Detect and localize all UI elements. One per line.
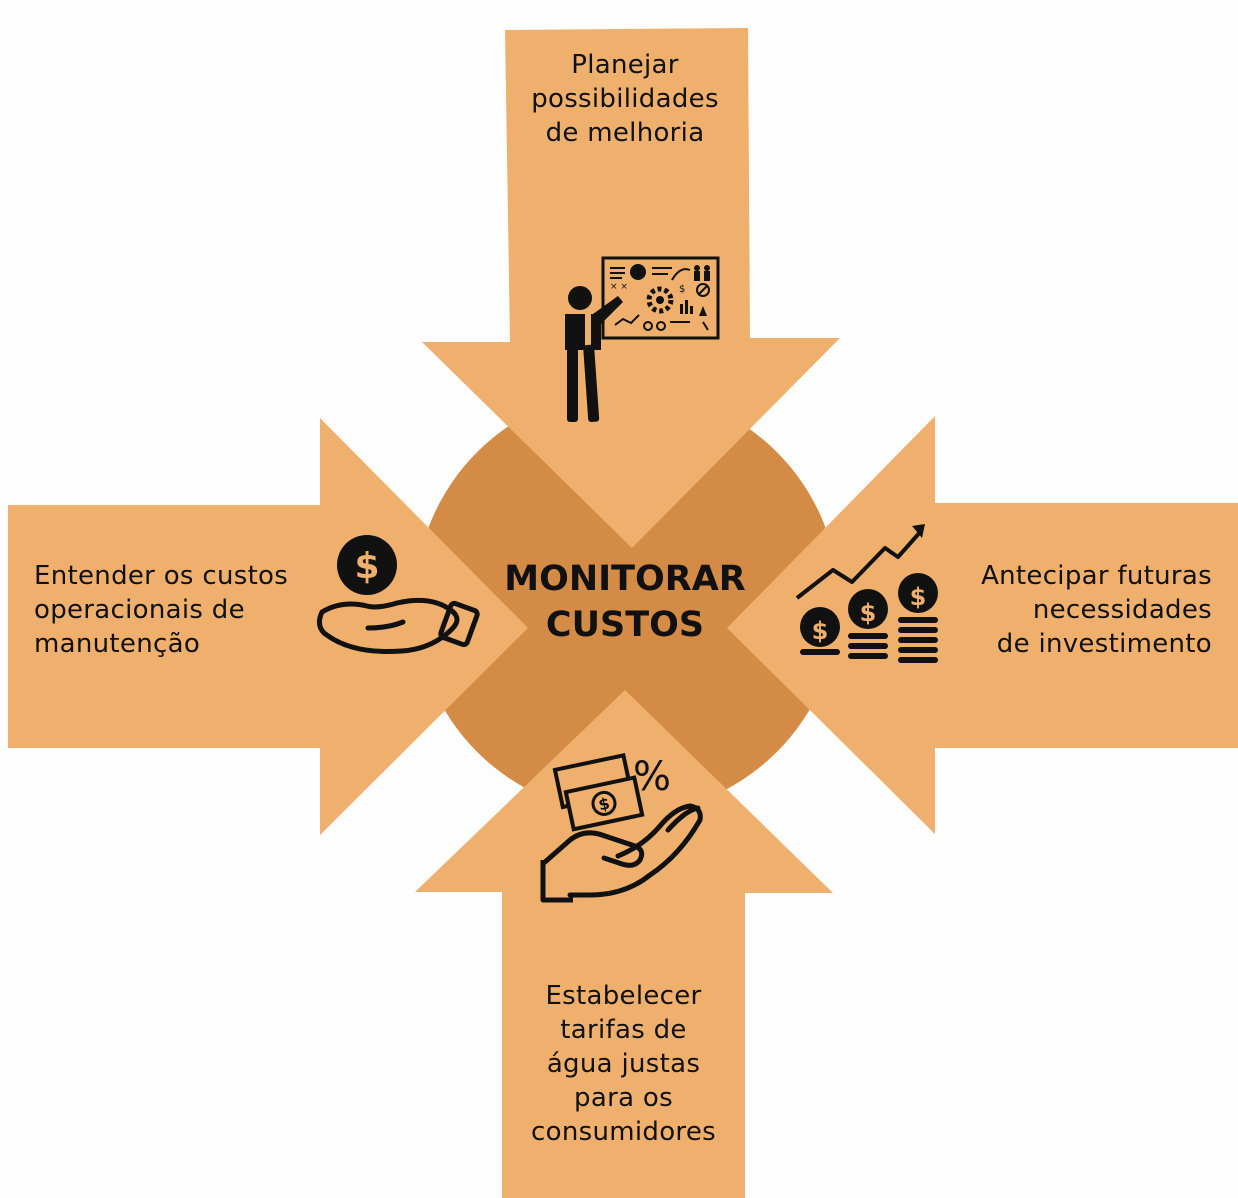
right-arrow-label: Antecipar futuras necessidades de invest… — [981, 561, 1212, 659]
svg-text:× ×: × × — [610, 282, 628, 292]
left-arrow-label: Entender os custos operacionais de manut… — [34, 561, 289, 659]
center-circle — [415, 390, 839, 814]
arrow-left — [8, 418, 528, 835]
bottom-arrow-label: Estabelecer tarifas de água justas para … — [531, 981, 716, 1147]
top-arrow-label: Planejar possibilidades de melhoria — [531, 50, 719, 148]
arrow-bottom — [415, 690, 833, 1198]
svg-text:$: $ — [910, 583, 927, 611]
svg-text:$: $ — [354, 546, 379, 587]
svg-text:$: $ — [679, 284, 685, 295]
svg-text:$: $ — [812, 617, 829, 645]
hand-money-icon: $ — [316, 535, 480, 654]
presentation-board-icon: × × $ — [565, 256, 720, 422]
center-title: MONITORAR CUSTOS — [504, 559, 746, 645]
hand-cash-percent-icon: $ % — [540, 752, 703, 903]
svg-text:%: % — [633, 754, 671, 800]
svg-text:$: $ — [597, 793, 612, 814]
arrow-right — [727, 416, 1238, 834]
growth-coins-icon: $ $ $ — [795, 524, 938, 663]
svg-text:$: $ — [860, 599, 877, 627]
